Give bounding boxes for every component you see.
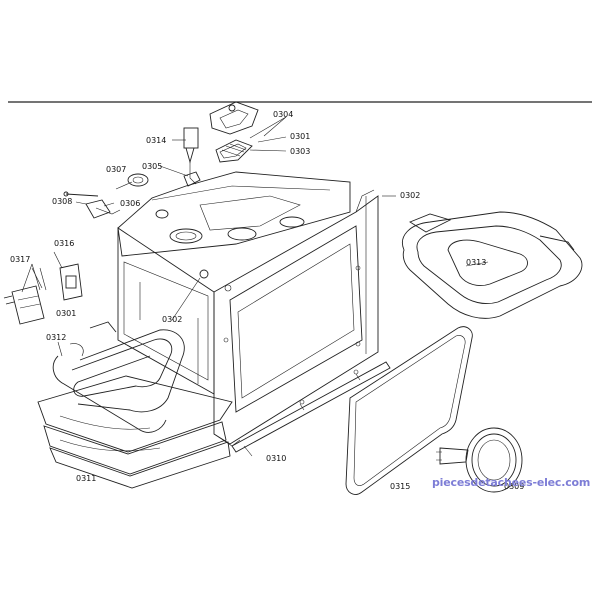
lamp-assembly — [209, 101, 259, 163]
lamp-socket-0308 — [63, 191, 121, 219]
label-0306: 0306 — [120, 199, 141, 208]
selector-switch-0316 — [59, 263, 83, 301]
label-0302-center: 0302 — [162, 315, 183, 324]
label-0303: 0303 — [290, 147, 311, 156]
label-0302-right: 0302 — [400, 191, 421, 200]
bottom-heater-0312 — [52, 329, 185, 433]
circular-heater-0309 — [436, 427, 523, 493]
label-0301-left: 0301 — [56, 309, 77, 318]
leader-lines — [21, 116, 489, 457]
label-0317: 0317 — [10, 255, 31, 264]
door-gasket-0315 — [345, 326, 473, 495]
label-0307: 0307 — [106, 165, 127, 174]
label-0305: 0305 — [142, 162, 163, 171]
label-0308: 0308 — [52, 197, 73, 206]
label-0313: 0313 — [466, 258, 487, 267]
label-0301-top: 0301 — [290, 132, 311, 141]
knob-0307 — [127, 173, 149, 187]
watermark: piecesdetachees-elec.com — [432, 476, 591, 489]
label-0314: 0314 — [146, 136, 167, 145]
oven-muffle — [117, 171, 379, 447]
label-0316: 0316 — [54, 239, 75, 248]
label-0311: 0311 — [76, 474, 97, 483]
label-0309: 0309 — [504, 482, 525, 491]
label-0315: 0315 — [390, 482, 411, 491]
switch-0317 — [3, 285, 45, 325]
label-0312: 0312 — [46, 333, 67, 342]
top-thermostat — [183, 127, 199, 185]
door-seal-strip-0310 — [231, 361, 391, 453]
label-0310: 0310 — [266, 454, 287, 463]
grill-element-0313 — [402, 211, 583, 319]
label-0304: 0304 — [273, 110, 294, 119]
insulation-0311 — [37, 375, 233, 489]
